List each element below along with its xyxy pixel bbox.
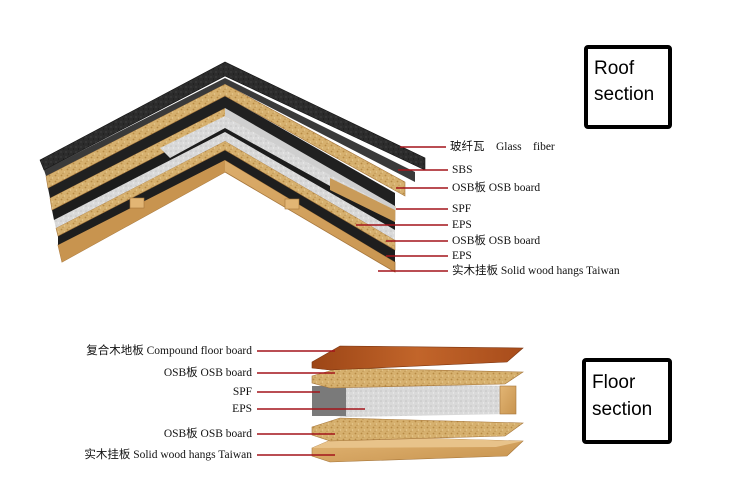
roof-label-spf: SPF xyxy=(452,203,471,216)
roof-title-line1: Roof xyxy=(594,57,634,81)
roof-purlin-block xyxy=(285,199,299,209)
roof-label-osb-upper: OSB板 OSB board xyxy=(452,182,540,195)
roof-section-title-box: Roof section xyxy=(584,45,672,129)
floor-label-compound-board: 复合木地板 Compound floor board xyxy=(86,345,252,358)
roof-label-glass-fiber: 玻纤瓦 Glass fiber xyxy=(450,141,555,154)
roof-label-eps-lower: EPS xyxy=(452,250,472,263)
roof-label-osb-lower: OSB板 OSB board xyxy=(452,235,540,248)
floor-lower-osb-layer xyxy=(312,418,523,441)
floor-label-eps: EPS xyxy=(232,403,252,416)
floor-upper-osb-layer xyxy=(312,368,523,388)
floor-title-line1: Floor xyxy=(592,371,635,395)
floor-section-title-box: Floor section xyxy=(582,358,672,444)
floor-label-spf: SPF xyxy=(233,386,252,399)
floor-spf-joist xyxy=(500,386,516,414)
roof-label-solid-wood: 实木挂板 Solid wood hangs Taiwan xyxy=(452,265,620,278)
floor-section-illustration xyxy=(312,346,523,462)
roof-label-eps-upper: EPS xyxy=(452,219,472,232)
roof-label-sbs: SBS xyxy=(452,164,472,177)
floor-label-osb-upper: OSB板 OSB board xyxy=(164,367,252,380)
roof-title-line2: section xyxy=(594,83,654,107)
floor-title-line2: section xyxy=(592,398,652,422)
floor-spf-joist xyxy=(312,386,346,416)
floor-compound-board-layer xyxy=(312,346,523,370)
floor-label-osb-lower: OSB板 OSB board xyxy=(164,428,252,441)
floor-label-solid-wood: 实木挂板 Solid wood hangs Taiwan xyxy=(84,449,252,462)
roof-purlin-block xyxy=(130,198,144,208)
roof-section-illustration xyxy=(40,62,425,272)
